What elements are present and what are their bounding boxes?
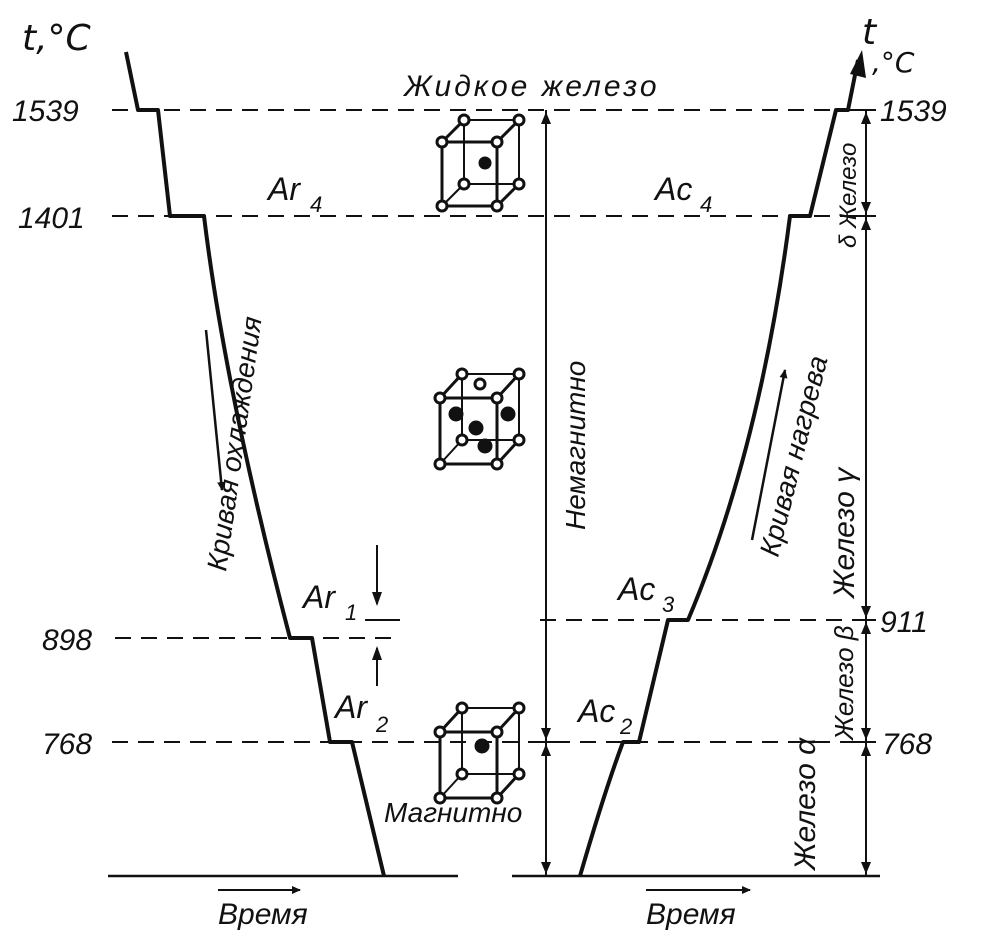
ar1-marker (365, 545, 400, 686)
right-time-label: Время (646, 898, 736, 931)
alpha-iron-label: Железо α (789, 737, 822, 872)
left-temp-898: 898 (42, 624, 92, 657)
svg-text:Ar: Ar (301, 579, 336, 615)
left-time-label: Время (218, 898, 308, 931)
magnetism-scale (534, 110, 558, 876)
svg-text:4: 4 (700, 192, 712, 217)
svg-text:4: 4 (310, 192, 322, 217)
bcc-lattice-icon-alpha (433, 701, 526, 805)
ar1-label: Ar 1 (301, 579, 357, 625)
beta-iron-label: Железо β (829, 625, 859, 742)
ac2-label: Ac 2 (576, 693, 632, 739)
ar2-label: Ar 2 (333, 689, 388, 737)
ar1-marker-arrows (372, 592, 382, 660)
svg-text:Ac: Ac (616, 571, 655, 607)
left-temp-1401: 1401 (18, 202, 85, 235)
cooling-direction-arrow (204, 329, 226, 491)
gamma-iron-label: Железо γ (828, 466, 861, 600)
right-temp-911: 911 (880, 606, 928, 639)
ac4-label: Ac 4 (653, 171, 712, 217)
svg-text:Ar: Ar (266, 171, 301, 207)
temperature-gridlines (112, 109, 872, 743)
svg-text:Ac: Ac (576, 693, 615, 729)
left-temp-1539: 1539 (12, 95, 79, 128)
svg-text:2: 2 (375, 712, 388, 737)
ac3-label: Ac 3 (616, 571, 675, 617)
svg-text:Ac: Ac (653, 171, 692, 207)
ar4-label: Ar 4 (266, 171, 322, 217)
magnetism-scale-arrows (541, 112, 551, 874)
delta-iron-label: δ Железо (835, 143, 862, 248)
right-temp-1539: 1539 (880, 95, 947, 128)
cooling-curve-label: Кривая охлаждения (201, 314, 267, 572)
heating-curve-arrowhead (850, 50, 866, 78)
right-axis-unit-deg: ,°C (872, 46, 915, 79)
heating-curve-label: Кривая нагрева (754, 353, 834, 560)
liquid-iron-label: Жидкое железо (402, 70, 660, 103)
right-temp-768: 768 (882, 728, 932, 761)
bcc-lattice-icon-delta (435, 113, 526, 213)
svg-text:3: 3 (662, 592, 675, 617)
nonmagnetic-label: Немагнитно (560, 361, 591, 530)
svg-text:Ar: Ar (333, 689, 368, 725)
heating-curve (578, 59, 860, 877)
right-axis-unit-t: t (862, 12, 878, 53)
svg-text:1: 1 (345, 600, 357, 625)
right-phase-scale-arrows (861, 112, 871, 874)
fcc-lattice-icon-gamma (433, 367, 526, 471)
heating-direction-arrow (750, 369, 788, 541)
left-axis-unit: t,°C (22, 18, 92, 59)
cooling-curve (124, 51, 386, 877)
left-temp-768: 768 (42, 728, 92, 761)
svg-text:2: 2 (619, 714, 632, 739)
